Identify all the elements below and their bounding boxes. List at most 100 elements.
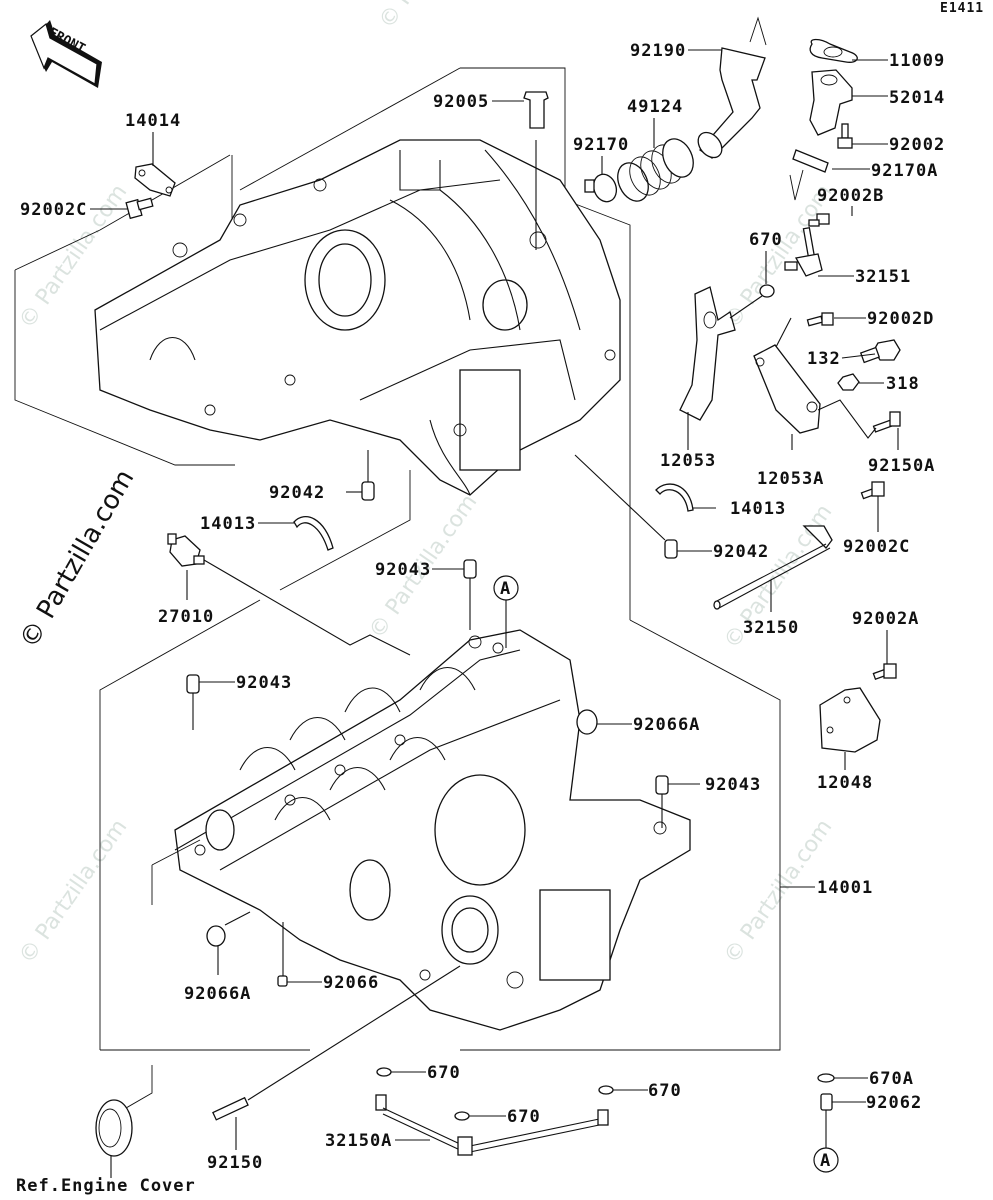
label-14013[interactable]: 14013 [200,514,256,534]
label-12053A[interactable]: 12053A [757,469,824,489]
label-14014[interactable]: 14014 [125,111,181,131]
seal-ref-engine-cover [95,1099,133,1157]
label-32150A[interactable]: 32150A [325,1131,392,1151]
gasket-11009 [809,38,858,63]
label-670[interactable]: 670 [749,230,783,250]
label-12048[interactable]: 12048 [817,773,873,793]
bolt-132 [859,339,901,364]
bolt-92002A [872,663,897,681]
label-92066A[interactable]: 92066A [633,715,700,735]
o-ring-670-c [598,1085,614,1095]
label-14013[interactable]: 14013 [730,499,786,519]
label-92002D[interactable]: 92002D [867,309,934,329]
label-670A[interactable]: 670A [869,1069,914,1089]
label-92190[interactable]: 92190 [630,41,686,61]
bolt-92150 [212,1096,249,1121]
label-92002C[interactable]: 92002C [20,200,87,220]
label-32151[interactable]: 32151 [855,267,911,287]
bracket-12048 [819,687,881,753]
watermark: © Partzilla.com [14,815,132,968]
dowel-92042-right [664,539,678,559]
svg-text:A: A [500,579,511,599]
label-92170[interactable]: 92170 [573,135,629,155]
pipe-32150A [375,1094,609,1156]
bolt-92002B [808,213,830,227]
dowel-92043-left [186,674,200,694]
o-ring-670-a [376,1067,392,1077]
label-92002C[interactable]: 92002C [843,537,910,557]
label-92002A[interactable]: 92002A [852,609,919,629]
label-32150[interactable]: 32150 [743,618,799,638]
plug-92005 [523,91,549,129]
label-92042[interactable]: 92042 [713,542,769,562]
bolt-92002 [837,123,853,149]
diagram-code: E1411 [940,1,984,16]
label-92066A[interactable]: 92066A [184,984,251,1004]
label-92043[interactable]: 92043 [236,673,292,693]
label-92043[interactable]: 92043 [705,775,761,795]
lock-plate-14014 [134,163,176,197]
label-92005[interactable]: 92005 [433,92,489,112]
label-318[interactable]: 318 [886,374,920,394]
leader-lines [90,49,899,1178]
o-ring-670A [817,1073,835,1083]
fitting-32151 [784,226,823,277]
bolt-92150A [872,411,901,433]
label-92002[interactable]: 92002 [889,135,945,155]
dowel-92042-left [361,481,375,501]
bearing-insert-14013-right [655,483,694,512]
oil-pressure-switch-27010 [167,533,205,567]
label-27010[interactable]: 27010 [158,607,214,627]
label-670[interactable]: 670 [507,1107,541,1127]
label-92150A[interactable]: 92150A [868,456,935,476]
upper-crankcase [94,139,621,496]
bearing-insert-14013-left [293,516,334,551]
front-arrow-icon: FRONT [30,20,102,88]
label-52014[interactable]: 52014 [889,88,945,108]
watermark: © Partzilla.com [374,0,492,33]
dowel-92043-right [655,775,669,795]
label-132[interactable]: 132 [807,349,841,369]
bolt-92002C-top [125,197,154,220]
label-92002B[interactable]: 92002B [817,186,884,206]
label-92042[interactable]: 92042 [269,483,325,503]
plug-92066 [277,975,288,987]
reference-marker-bottom: A [813,1110,839,1173]
ref-engine-cover-note: Ref.Engine Cover [16,1176,196,1196]
clamp-92170 [584,173,618,203]
bolt-92002D [806,312,834,327]
label-14001[interactable]: 14001 [817,878,873,898]
label-12053[interactable]: 12053 [660,451,716,471]
label-92150[interactable]: 92150 [207,1153,263,1173]
plug-92066A-right [576,709,598,735]
hose-92190 [697,16,767,159]
clamp-92170A [789,149,829,201]
dowel-92062 [820,1093,833,1111]
watermark-main: © Partzilla.com [14,465,140,654]
label-49124[interactable]: 49124 [627,97,683,117]
label-670[interactable]: 670 [648,1081,682,1101]
plug-92066A-left [206,925,226,947]
dowel-92043-top [463,559,477,579]
part-labels: 14014 92002C 92005 92190 49124 92170 110… [16,41,945,1196]
label-92170A[interactable]: 92170A [871,161,938,181]
hose-49124 [617,138,694,202]
bolt-92002C-right [860,481,885,500]
label-92043[interactable]: 92043 [375,560,431,580]
reference-marker-top: A [493,575,519,648]
chain-guide-12053A [753,344,821,434]
label-11009[interactable]: 11009 [889,51,945,71]
label-670[interactable]: 670 [427,1063,461,1083]
chain-guide-12053 [679,286,736,421]
o-ring-670-b [454,1111,470,1121]
o-ring-670-top [759,284,775,298]
svg-text:A: A [820,1151,831,1171]
nut-318 [837,373,860,391]
label-92062[interactable]: 92062 [866,1093,922,1113]
label-92066[interactable]: 92066 [323,973,379,993]
pipe-32150 [713,525,833,610]
fitting-52014 [809,69,853,136]
lower-crankcase [174,629,691,1031]
